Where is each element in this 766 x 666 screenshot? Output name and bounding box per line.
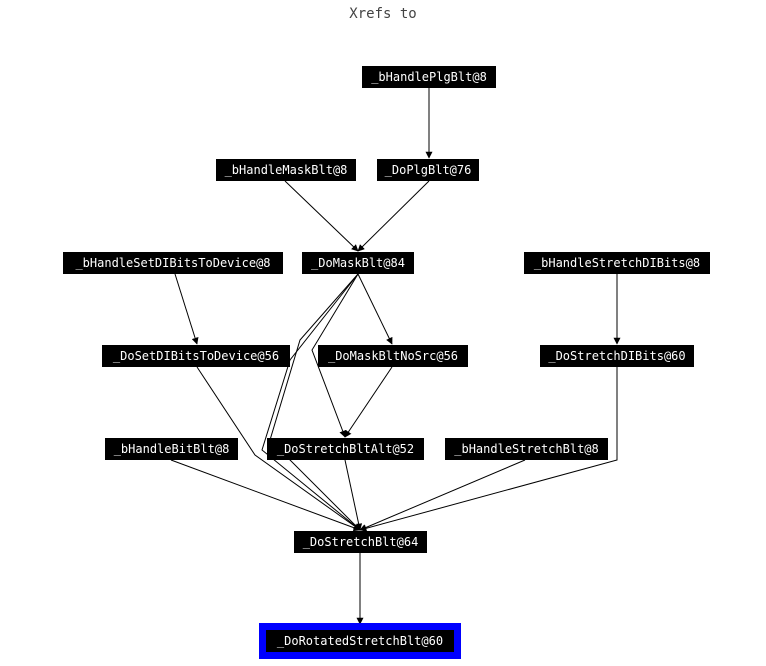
node-DoMaskBltNoSrc[interactable]: _DoMaskBltNoSrc@56 xyxy=(318,345,468,367)
node-bHandlePlgBlt[interactable]: _bHandlePlgBlt@8 xyxy=(362,66,496,88)
node-bHandleBitBlt[interactable]: _bHandleBitBlt@8 xyxy=(105,438,238,460)
node-DoStretchDIBits[interactable]: _DoStretchDIBits@60 xyxy=(540,345,694,367)
edge-DoStretchBltAlt-to-DoStretchBlt xyxy=(344,459,363,531)
node-bHandleStretchDIBits[interactable]: _bHandleStretchDIBits@8 xyxy=(524,252,710,274)
node-DoSetDIBitsToDevice[interactable]: _DoSetDIBitsToDevice@56 xyxy=(102,345,290,367)
node-bHandleSetDIBitsToDevice[interactable]: _bHandleSetDIBitsToDevice@8 xyxy=(63,252,283,274)
edge-bHandleBitBlt-to-DoStretchBlt xyxy=(170,459,361,532)
node-DoRotatedStretchBlt[interactable]: _DoRotatedStretchBlt@60 xyxy=(259,623,461,659)
graph-title: Xrefs to xyxy=(349,6,417,22)
edge-DoPlgBlt-to-DoMaskBlt xyxy=(357,180,430,252)
edge-DoSetDIBitsToDevice-to-DoStretchBlt xyxy=(196,366,361,531)
edge-bHandleStretchBlt-to-DoStretchBlt xyxy=(359,459,526,531)
node-bHandleStretchBlt[interactable]: _bHandleStretchBlt@8 xyxy=(445,438,608,460)
node-DoStretchBlt[interactable]: _DoStretchBlt@64 xyxy=(294,531,427,553)
edge-bHandleMaskBlt-to-DoMaskBlt xyxy=(284,180,359,252)
edge-DoMaskBlt-to-DoStretchBltAlt xyxy=(311,273,359,438)
edge-DoMaskBltNoSrc-to-DoStretchBltAlt xyxy=(344,366,393,438)
edge-DoMaskBlt-to-DoMaskBltNoSrc xyxy=(357,273,393,345)
node-DoMaskBlt[interactable]: _DoMaskBlt@84 xyxy=(302,252,414,274)
node-DoPlgBlt[interactable]: _DoPlgBlt@76 xyxy=(377,159,479,181)
edge-DoStretchDIBits-to-DoStretchBlt xyxy=(359,367,618,532)
edge-bHandleSetDIBitsToDevice-to-DoSetDIBitsToDevice xyxy=(174,273,199,345)
node-bHandleMaskBlt[interactable]: _bHandleMaskBlt@8 xyxy=(216,159,356,181)
node-DoStretchBltAlt[interactable]: _DoStretchBltAlt@52 xyxy=(267,438,424,460)
edge-DoMaskBlt-to-DoStretchBlt-2 xyxy=(261,273,361,531)
edge-DoMaskBlt-to-DoStretchBlt xyxy=(269,273,361,531)
